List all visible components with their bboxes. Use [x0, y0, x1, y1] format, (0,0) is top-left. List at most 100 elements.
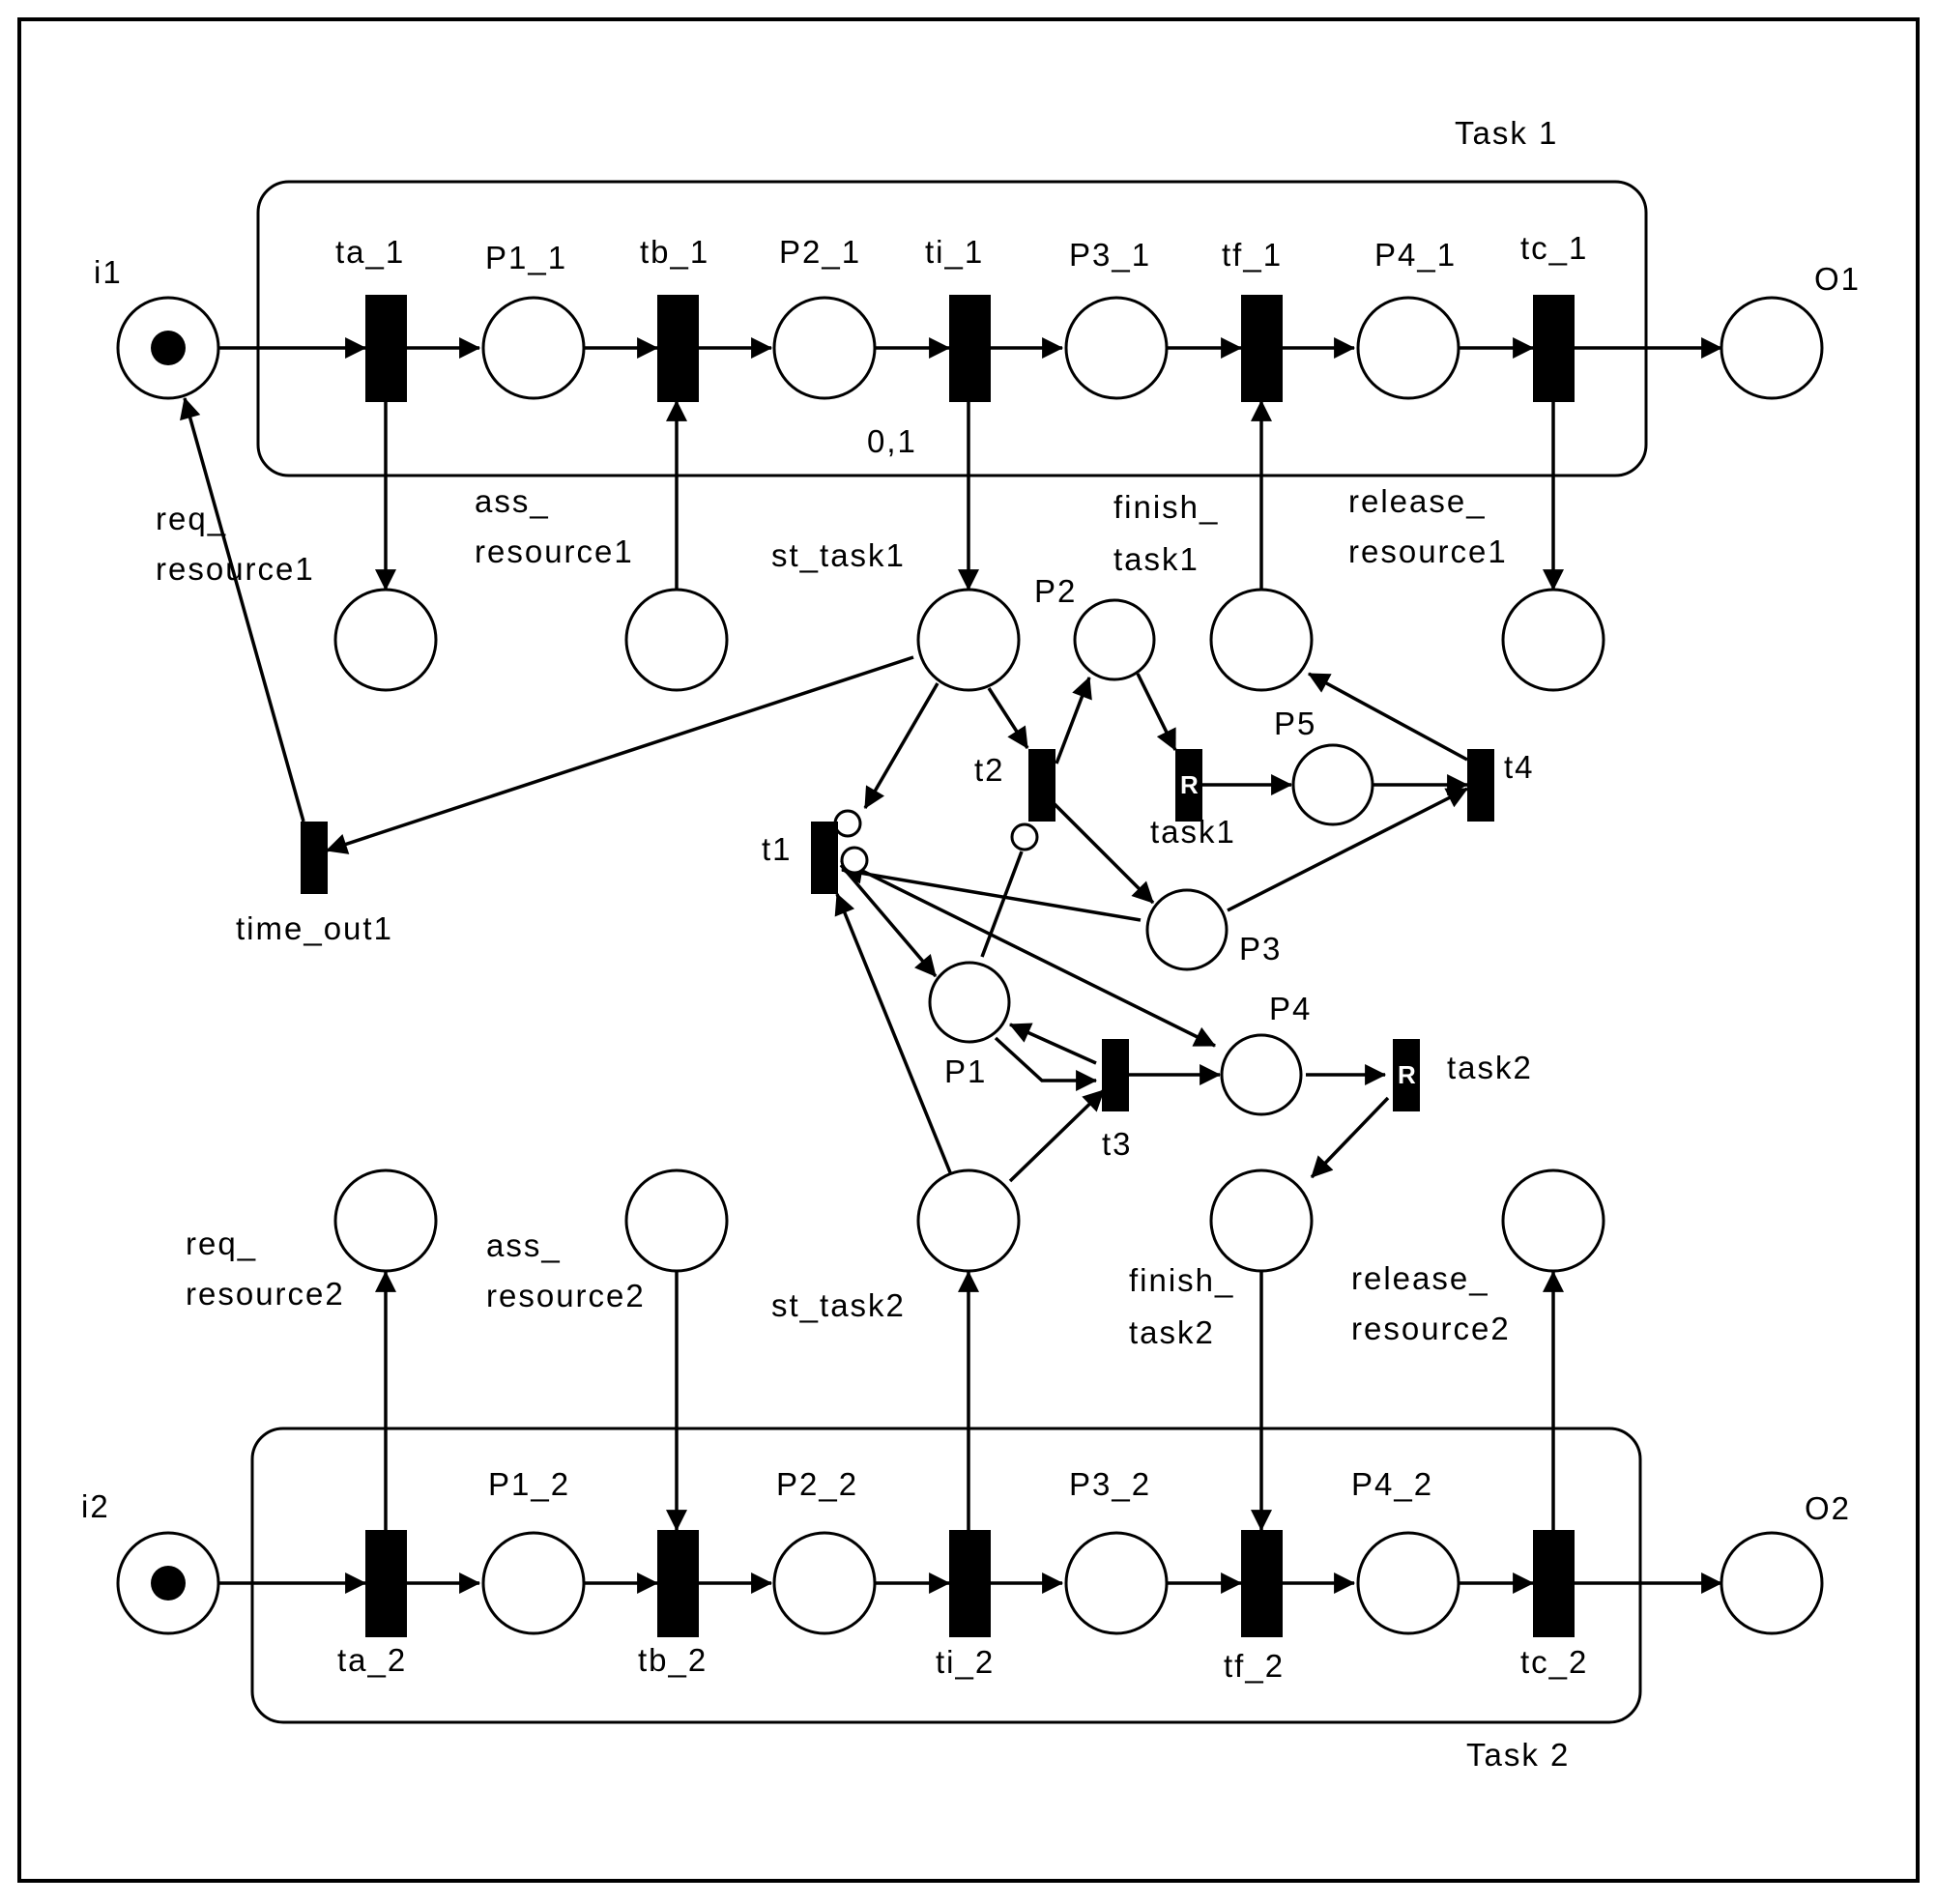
label-tf-1: tf_1: [1222, 237, 1283, 273]
label-task2-trans: task2: [1447, 1050, 1533, 1085]
labels: Task 1 Task 2 i1 O1 i2 O2 ta_1 P1_1 tb_1…: [81, 115, 1861, 1773]
label-ass-resource2-b: resource2: [486, 1278, 646, 1313]
label-i1: i1: [94, 254, 123, 290]
place-o2: [1720, 1531, 1824, 1635]
label-ass-resource1-b: resource1: [475, 534, 634, 569]
place-p3-1: [1064, 296, 1169, 400]
label-p4-2: P4_2: [1351, 1466, 1433, 1502]
label-finish-task1-b: task1: [1113, 541, 1200, 577]
place-st-task1: [916, 588, 1021, 692]
label-tb-1: tb_1: [640, 234, 709, 270]
label-p1-2: P1_2: [488, 1466, 570, 1502]
place-st-task2: [916, 1168, 1021, 1273]
transition-tf-1: [1241, 295, 1283, 402]
transition-ta-2: [365, 1530, 407, 1637]
label-tf-2: tf_2: [1224, 1648, 1285, 1684]
place-p1-2: [481, 1531, 586, 1635]
transition-ti-1: [949, 295, 991, 402]
transition-ti-2: [949, 1530, 991, 1637]
label-req-resource2-a: req_: [186, 1226, 257, 1261]
label-p2: P2: [1034, 573, 1077, 609]
place-p2-2: [772, 1531, 877, 1635]
label-st-task1: st_task1: [771, 537, 906, 573]
label-t4: t4: [1504, 749, 1535, 785]
label-o2: O2: [1805, 1490, 1851, 1526]
label-p2-1: P2_1: [779, 234, 861, 270]
place-finish-task2: [1209, 1168, 1314, 1273]
transition-t3: [1102, 1039, 1129, 1111]
label-t2: t2: [974, 752, 1005, 788]
place-finish-task1: [1209, 588, 1314, 692]
place-req-resource1: [333, 588, 438, 692]
place-ass-resource2: [624, 1168, 729, 1273]
label-p1: P1: [944, 1053, 987, 1089]
label-ti-1: ti_1: [925, 234, 984, 270]
inhibitor-t1-lower: [840, 846, 869, 875]
label-p1-1: P1_1: [485, 240, 567, 275]
reset-marker-task2: R: [1398, 1060, 1416, 1089]
label-o1: O1: [1814, 261, 1861, 297]
place-p1-1: [481, 296, 586, 400]
label-req-resource1-a: req_: [156, 501, 227, 536]
place-p4-1: [1356, 296, 1460, 400]
transition-tc-1: [1533, 295, 1575, 402]
place-p2: [1073, 598, 1156, 681]
label-req-resource2-b: resource2: [186, 1276, 345, 1312]
place-p4-2: [1356, 1531, 1460, 1635]
place-req-resource2: [333, 1168, 438, 1273]
label-ass-resource1-a: ass_: [475, 483, 550, 519]
label-finish-task2-a: finish_: [1129, 1262, 1234, 1298]
label-p4: P4: [1269, 991, 1312, 1026]
label-p4-1: P4_1: [1374, 237, 1457, 273]
transition-tb-1: [657, 295, 699, 402]
transition-ta-1: [365, 295, 407, 402]
label-ta-2: ta_2: [337, 1642, 407, 1678]
arcs: [180, 337, 1723, 1594]
label-p3-1: P3_1: [1069, 237, 1151, 273]
outer-frame: [17, 17, 1920, 1883]
transition-task2: [1393, 1039, 1420, 1111]
transition-task1: [1175, 749, 1202, 822]
label-p3: P3: [1239, 931, 1282, 966]
transition-t4: [1467, 749, 1494, 822]
label-time-out1: time_out1: [236, 910, 393, 946]
label-release-resource1-a: release_: [1348, 483, 1487, 519]
place-p1: [928, 961, 1011, 1044]
label-req-resource1-b: resource1: [156, 551, 315, 587]
token-i1: [151, 331, 186, 365]
place-p3: [1145, 888, 1229, 971]
label-p2-2: P2_2: [776, 1466, 858, 1502]
label-p3-2: P3_2: [1069, 1466, 1151, 1502]
label-ti-2: ti_2: [936, 1644, 995, 1680]
place-release-resource2: [1501, 1168, 1605, 1273]
transition-t1: [811, 822, 838, 894]
label-release-resource2-a: release_: [1351, 1260, 1489, 1296]
transition-tb-2: [657, 1530, 699, 1637]
place-p3-2: [1064, 1531, 1169, 1635]
label-p5: P5: [1274, 706, 1316, 741]
transition-tc-2: [1533, 1530, 1575, 1637]
reset-marker-task1: R: [1180, 770, 1199, 799]
label-ta-1: ta_1: [335, 234, 405, 270]
label-finish-task2-b: task2: [1129, 1314, 1215, 1350]
label-release-resource2-b: resource2: [1351, 1311, 1511, 1346]
task2-box: [250, 1427, 1642, 1724]
transition-time-out1: [301, 822, 328, 894]
transition-t2: [1028, 749, 1055, 822]
label-t3: t3: [1102, 1126, 1133, 1162]
label-release-resource1-b: resource1: [1348, 534, 1508, 569]
label-t1: t1: [762, 831, 793, 867]
transitions: R R: [301, 295, 1575, 1637]
task2-label: Task 2: [1466, 1737, 1570, 1773]
place-p5: [1291, 743, 1374, 826]
label-tc-2: tc_2: [1520, 1644, 1588, 1680]
inhibitor-t1-upper: [833, 809, 862, 838]
task1-box: [256, 180, 1648, 477]
place-release-resource1: [1501, 588, 1605, 692]
label-ass-resource2-a: ass_: [486, 1227, 562, 1263]
label-arc-weight: 0,1: [867, 423, 917, 459]
label-i2: i2: [81, 1488, 110, 1524]
label-task1-trans: task1: [1150, 814, 1236, 850]
label-st-task2: st_task2: [771, 1287, 906, 1323]
